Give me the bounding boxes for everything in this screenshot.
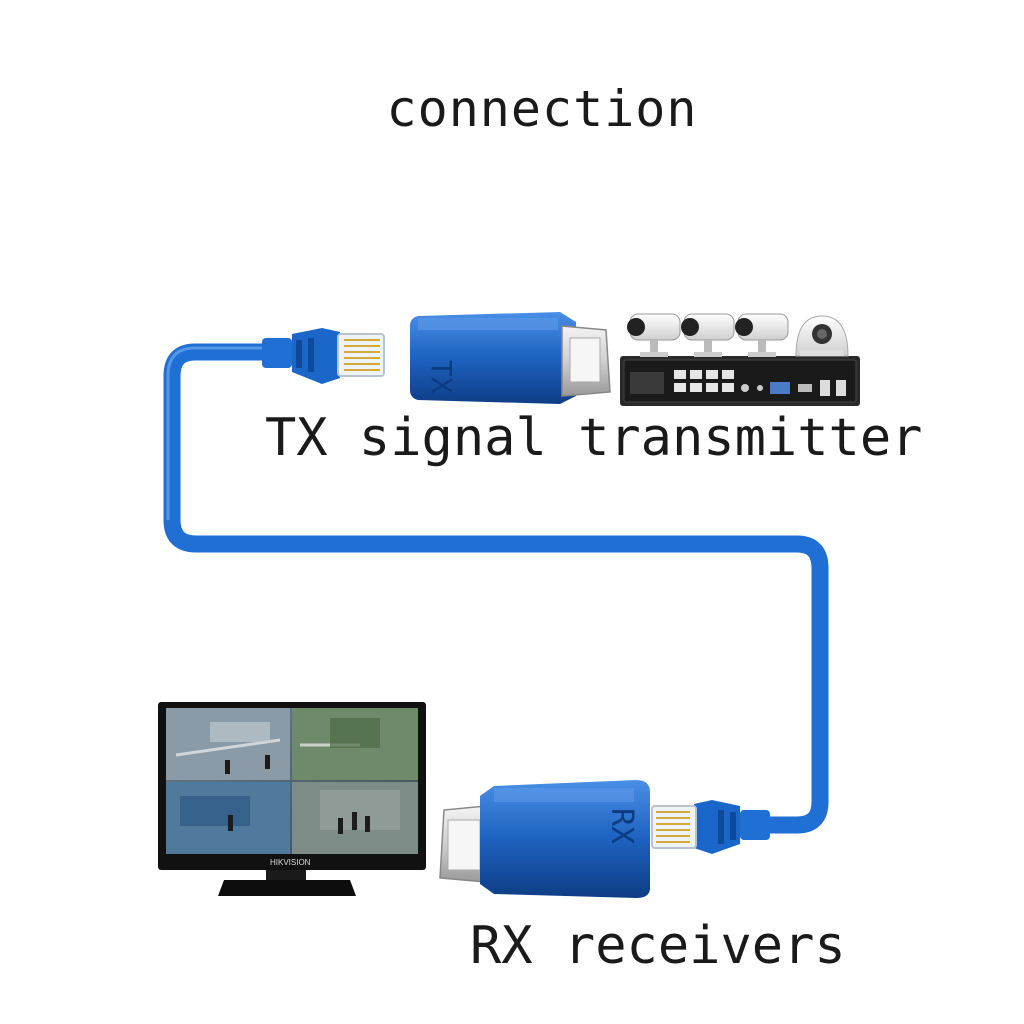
hdmi-plug-icon	[561, 325, 611, 397]
hdmi-plug-icon	[439, 805, 487, 883]
tx-badge: TX	[425, 360, 458, 394]
rj45-plug-icon	[651, 800, 770, 854]
camera-icon	[681, 313, 735, 357]
tx-signal-transmitter-label: TX signal transmitter	[265, 408, 923, 468]
dome-camera-icon	[795, 315, 849, 357]
rj45-plug-icon	[262, 328, 385, 384]
network-cable	[163, 343, 829, 834]
diagram-title: connection	[386, 80, 698, 138]
rx-adapter: RX	[439, 780, 650, 898]
rx-badge: RX	[604, 808, 639, 844]
camera-icon	[627, 313, 681, 357]
camera-icon	[735, 313, 789, 357]
tx-adapter: TX	[410, 312, 611, 404]
rx-receivers-label: RX receivers	[470, 916, 846, 976]
monitor-brand: HIKVISION	[270, 858, 311, 867]
monitor-icon: HIKVISION	[158, 702, 426, 896]
nvr-recorder-icon	[620, 356, 860, 406]
